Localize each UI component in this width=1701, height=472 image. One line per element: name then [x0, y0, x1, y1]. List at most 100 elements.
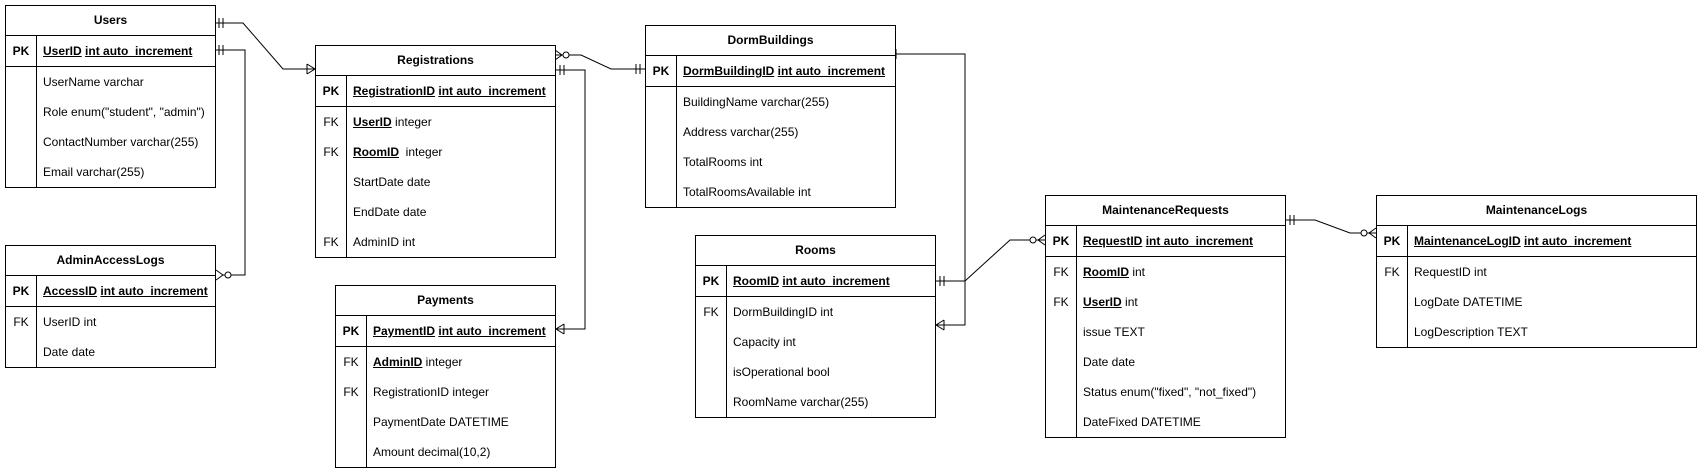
key-marker: FK — [323, 235, 339, 249]
field-row[interactable]: Amount decimal(10,2) — [336, 437, 555, 467]
field-type: int auto_increment — [85, 44, 193, 58]
column-divider — [726, 297, 727, 327]
key-marker — [316, 197, 346, 227]
field-text: Address varchar(255) — [683, 117, 798, 147]
field-row[interactable]: EndDate date — [316, 197, 555, 227]
column-divider — [1407, 287, 1408, 317]
column-divider — [346, 167, 347, 197]
marker-many-adminaccesslogs — [215, 269, 224, 281]
field-name: UserID — [1083, 295, 1122, 309]
field-text: Status enum("fixed", "not_fixed") — [1083, 377, 1256, 407]
field-row[interactable]: Role enum("student", "admin") — [6, 97, 215, 127]
field-text: Capacity int — [733, 327, 796, 357]
field-text: RoomID int auto_increment — [733, 266, 890, 296]
column-divider — [676, 87, 677, 117]
field-name: AccessID — [43, 284, 98, 298]
field-row[interactable]: DateFixed DATETIME — [1046, 407, 1285, 437]
field-name: MaintenanceLogID — [1414, 234, 1521, 248]
column-divider — [676, 177, 677, 207]
field-row[interactable]: PaymentDate DATETIME — [336, 407, 555, 437]
marker-one-maintenancerequests — [1289, 215, 1295, 225]
field-type: issue TEXT — [1083, 325, 1145, 339]
field-row[interactable]: StartDate date — [316, 167, 555, 197]
field-row[interactable]: TotalRoomsAvailable int — [646, 177, 895, 207]
field-row[interactable]: Date date — [1046, 347, 1285, 377]
field-row[interactable]: isOperational bool — [696, 357, 935, 387]
key-marker: FK — [343, 355, 359, 369]
column-divider — [726, 266, 727, 296]
field-name: PaymentID — [373, 324, 436, 338]
field-row[interactable]: RoomName varchar(255) — [696, 387, 935, 417]
column-divider — [36, 337, 37, 367]
field-row[interactable]: Date date — [6, 337, 215, 367]
key-marker: PK — [1052, 234, 1070, 248]
field-text: PaymentID int auto_increment — [373, 316, 546, 346]
field-text: Date date — [43, 337, 95, 367]
field-row[interactable]: Email varchar(255) — [6, 157, 215, 187]
field-row[interactable]: Status enum("fixed", "not_fixed") — [1046, 377, 1285, 407]
field-row[interactable]: FK AdminID int — [316, 227, 555, 257]
key-marker — [646, 87, 676, 117]
field-row[interactable]: LogDescription TEXT — [1377, 317, 1696, 347]
field-row[interactable]: UserName varchar — [6, 67, 215, 97]
field-text: UserID int — [1083, 287, 1138, 317]
marker-one-users-2 — [218, 45, 224, 55]
field-row[interactable]: Address varchar(255) — [646, 117, 895, 147]
key-marker: PK — [1383, 234, 1401, 248]
field-type: int auto_increment — [438, 324, 546, 338]
key-marker — [6, 157, 36, 187]
field-type: int auto_increment — [100, 284, 208, 298]
entity-title: Users — [6, 6, 215, 36]
key-marker — [646, 147, 676, 177]
entity-title: Rooms — [696, 236, 935, 266]
column-divider — [36, 97, 37, 127]
key-marker — [1377, 317, 1407, 347]
field-row[interactable]: Capacity int — [696, 327, 935, 357]
field-type: int auto_increment — [1145, 234, 1254, 248]
key-marker — [316, 167, 346, 197]
field-text: PaymentDate DATETIME — [373, 407, 509, 437]
column-divider — [36, 36, 37, 66]
entity-title: DormBuildings — [646, 26, 895, 56]
field-text: AdminID int — [353, 227, 415, 257]
column-divider — [676, 117, 677, 147]
field-type: UserName varchar — [43, 75, 144, 89]
field-row[interactable]: BuildingName varchar(255) — [646, 87, 895, 117]
field-row[interactable]: issue TEXT — [1046, 317, 1285, 347]
field-row[interactable]: TotalRooms int — [646, 147, 895, 177]
column-divider — [346, 76, 347, 106]
entity-title: AdminAccessLogs — [6, 246, 215, 276]
key-marker — [6, 127, 36, 157]
key-marker: PK — [652, 64, 670, 78]
field-row[interactable]: ContactNumber varchar(255) — [6, 127, 215, 157]
field-row[interactable]: LogDate DATETIME — [1377, 287, 1696, 317]
column-divider — [676, 147, 677, 177]
field-type: Date date — [43, 345, 96, 359]
